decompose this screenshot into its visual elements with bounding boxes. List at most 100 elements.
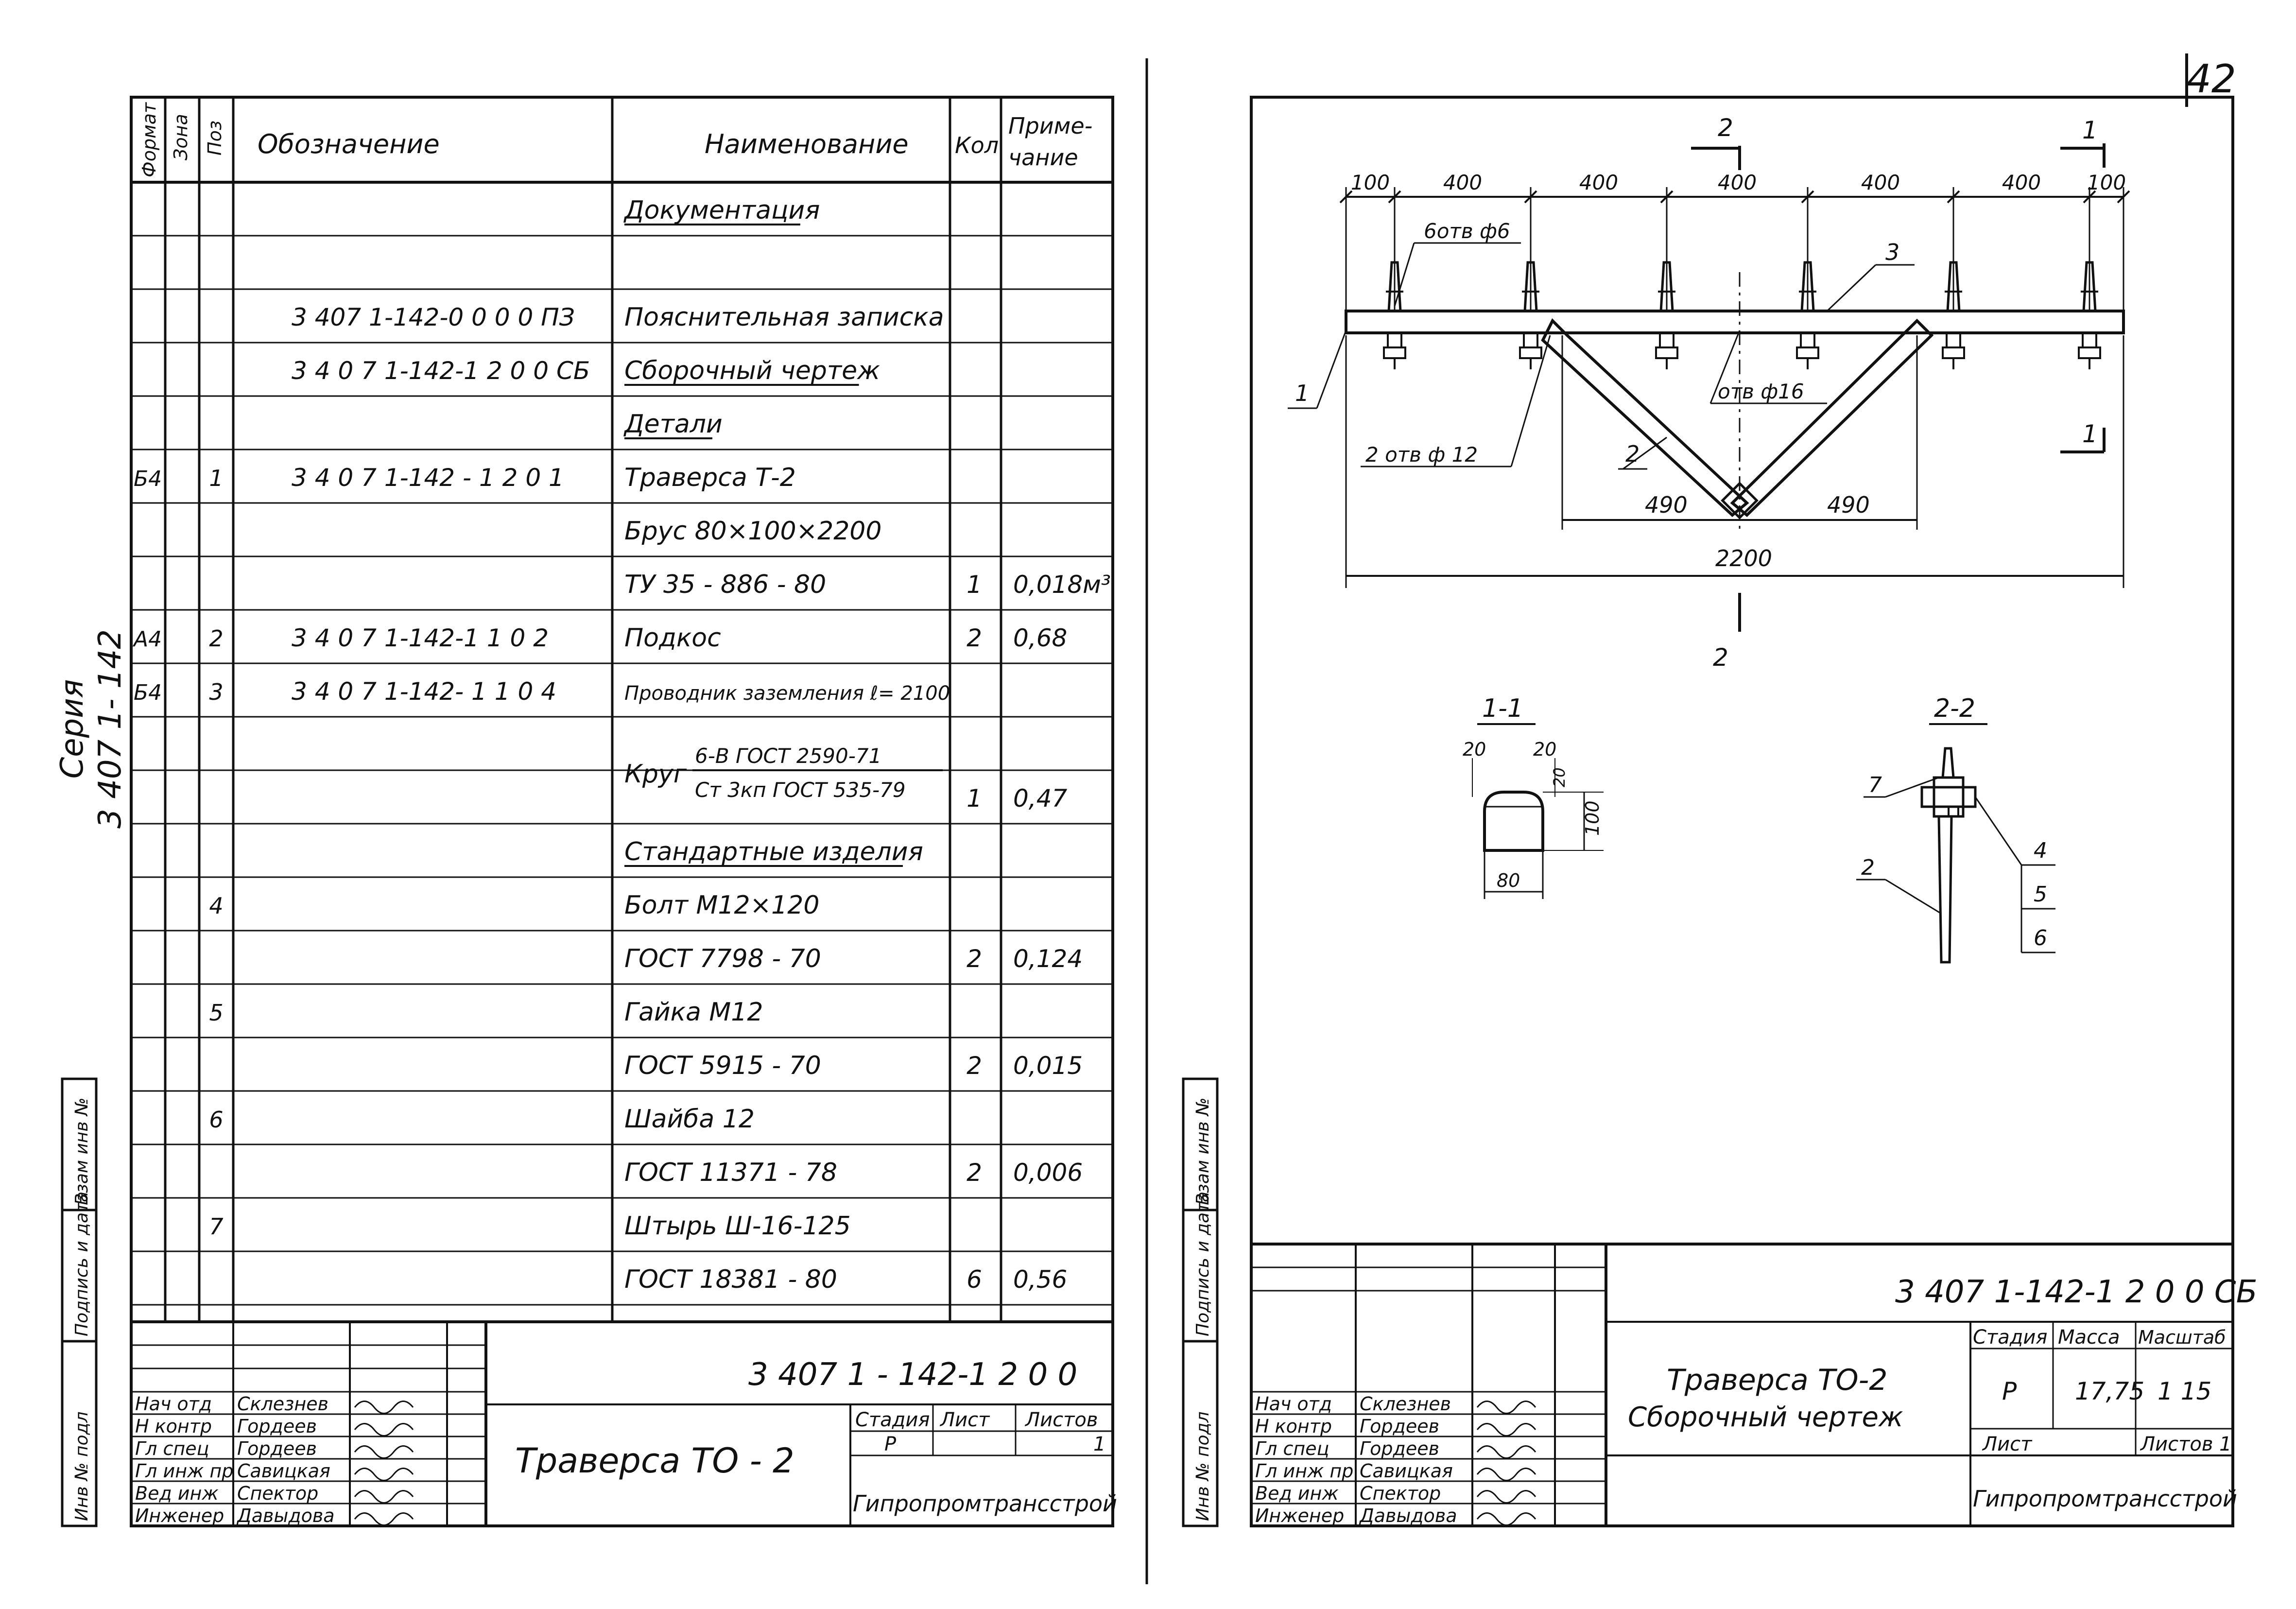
svg-text:Серия: Серия bbox=[54, 679, 90, 779]
page-number: 42 bbox=[2187, 56, 2236, 102]
spec-pos-17: 6 bbox=[209, 1107, 223, 1133]
spec-designation-2: 3 407 1-142-0 0 0 0 ПЗ bbox=[292, 303, 575, 331]
tb-role-0: Нач отд bbox=[1255, 1393, 1332, 1415]
svg-text:2: 2 bbox=[1713, 643, 1728, 672]
spec-qty-20: 6 bbox=[967, 1265, 982, 1294]
spec-designation-3: 3 4 0 7 1-142-1 2 0 0 СБ bbox=[292, 357, 590, 385]
spec-qty-8: 2 bbox=[967, 624, 982, 652]
svg-text:Взам инв №: Взам инв № bbox=[72, 1097, 92, 1205]
krug-word: Круг bbox=[624, 760, 687, 789]
tb-role-1: Н контр bbox=[1255, 1416, 1332, 1437]
svg-text:Масса: Масса bbox=[2058, 1326, 2120, 1349]
spec-name-9: Проводник заземления ℓ= 2100 bbox=[624, 682, 950, 705]
svg-text:3 407 1- 142: 3 407 1- 142 bbox=[92, 629, 128, 829]
spec-name-3: Сборочный чертеж bbox=[624, 356, 880, 385]
spec-name-14: ГОСТ 7798 - 70 bbox=[624, 944, 821, 973]
pos-5-label: 5 bbox=[2034, 882, 2047, 907]
spec-note-16: 0,015 bbox=[1013, 1052, 1083, 1080]
tb-role-0: Нач отд bbox=[135, 1393, 212, 1415]
spec-note-11: 0,47 bbox=[1013, 784, 1068, 813]
svg-text:20: 20 bbox=[1550, 767, 1569, 787]
left-doc-number: 3 407 1 - 142-1 2 0 0 bbox=[748, 1357, 1077, 1393]
tb-name-0: Склезнев bbox=[1360, 1393, 1451, 1415]
spec-name-20: ГОСТ 18381 - 80 bbox=[624, 1265, 837, 1294]
svg-text:100: 100 bbox=[1582, 800, 1603, 836]
tb-name-3: Савицкая bbox=[237, 1460, 330, 1482]
spec-pos-19: 7 bbox=[209, 1213, 223, 1240]
spec-qty-18: 2 bbox=[967, 1159, 982, 1187]
spec-note-14: 0,124 bbox=[1013, 945, 1083, 973]
svg-text:20: 20 bbox=[1533, 739, 1556, 760]
spec-name-12: Стандартные изделия bbox=[624, 837, 923, 866]
header-designation: Обозначение bbox=[258, 129, 440, 159]
signature bbox=[1476, 1423, 1536, 1436]
signature bbox=[354, 1512, 414, 1526]
tb-role-1: Н контр bbox=[135, 1416, 212, 1437]
svg-text:1-1: 1-1 bbox=[1482, 694, 1523, 723]
top-dim-1: 400 bbox=[1443, 171, 1482, 194]
tb-name-1: Гордеев bbox=[1360, 1416, 1439, 1437]
tb-name-3: Савицкая bbox=[1360, 1460, 1453, 1482]
header-qty: Кол bbox=[955, 132, 999, 158]
top-dim-5: 400 bbox=[2002, 171, 2041, 194]
note-hole-16: отв ф16 bbox=[1718, 380, 1804, 403]
svg-text:2-2: 2-2 bbox=[1934, 694, 1975, 723]
spec-name-15: Гайка М12 bbox=[624, 998, 763, 1027]
tb-role-3: Гл инж пр bbox=[1255, 1460, 1353, 1482]
signature bbox=[1476, 1512, 1536, 1526]
tb-name-2: Гордеев bbox=[237, 1438, 317, 1459]
signature bbox=[354, 1445, 414, 1459]
spec-name-4: Детали bbox=[623, 410, 723, 439]
pos-7-label: 7 bbox=[1868, 773, 1882, 797]
top-dim-4: 400 bbox=[1861, 171, 1900, 194]
svg-text:1: 1 bbox=[1093, 1433, 1105, 1455]
left-binding-strip: Инв № подл Подпись и дата Взам инв № bbox=[61, 1077, 98, 1527]
tb-role-5: Инженер bbox=[135, 1505, 224, 1526]
pos-4-label: 4 bbox=[2034, 838, 2047, 863]
spec-qty-7: 1 bbox=[967, 571, 982, 599]
tb-name-0: Склезнев bbox=[237, 1393, 328, 1415]
spec-name-2: Пояснительная записка bbox=[624, 303, 944, 332]
spec-name-5: Траверса Т-2 bbox=[624, 463, 796, 492]
svg-text:1: 1 bbox=[2082, 116, 2098, 144]
right-org: Гипропромтрансстрой bbox=[1973, 1486, 2237, 1512]
spec-format-9: Б4 bbox=[134, 680, 162, 705]
svg-text:Подпись и дата: Подпись и дата bbox=[72, 1192, 92, 1336]
signature bbox=[354, 1423, 414, 1436]
spec-note-8: 0,68 bbox=[1013, 624, 1067, 652]
spec-qty-11: 1 bbox=[967, 784, 982, 813]
svg-text:Лист: Лист bbox=[1982, 1433, 2033, 1455]
tb-role-2: Гл спец bbox=[1255, 1438, 1329, 1459]
spec-note-7: 0,018м³ bbox=[1013, 571, 1111, 599]
pos-6-label: 6 bbox=[2034, 926, 2047, 951]
series-label: Серия 3 407 1- 142 bbox=[54, 629, 128, 829]
tb-role-2: Гл спец bbox=[135, 1438, 209, 1459]
tb-role-4: Вед инж bbox=[1255, 1483, 1339, 1504]
header-note-2: чание bbox=[1008, 144, 1078, 171]
svg-text:Лист: Лист bbox=[939, 1409, 990, 1431]
svg-text:17,75: 17,75 bbox=[2075, 1377, 2144, 1405]
tb-name-4: Спектор bbox=[237, 1483, 318, 1504]
spec-designation-8: 3 4 0 7 1-142-1 1 0 2 bbox=[292, 624, 549, 652]
svg-text:80: 80 bbox=[1497, 870, 1520, 891]
right-title-1: Траверса ТО-2 bbox=[1667, 1363, 1887, 1397]
section-1-1: 1-1 20 20 20 100 80 bbox=[1463, 694, 1604, 899]
top-dim-2: 400 bbox=[1579, 171, 1618, 194]
svg-text:Стадия: Стадия bbox=[855, 1409, 930, 1431]
pin-4 bbox=[1942, 261, 1965, 369]
tb-name-1: Гордеев bbox=[237, 1416, 317, 1437]
tb-name-4: Спектор bbox=[1360, 1483, 1441, 1504]
spec-pos-13: 4 bbox=[209, 893, 223, 919]
spec-name-18: ГОСТ 11371 - 78 bbox=[624, 1158, 837, 1187]
svg-text:Масштаб: Масштаб bbox=[2138, 1327, 2226, 1348]
spec-qty-14: 2 bbox=[967, 945, 982, 973]
top-dim-3: 400 bbox=[1718, 171, 1757, 194]
svg-text:2: 2 bbox=[1718, 114, 1733, 142]
right-title-2: Сборочный чертеж bbox=[1628, 1401, 1903, 1433]
pin-2 bbox=[1655, 261, 1678, 369]
pin-5 bbox=[2078, 261, 2101, 369]
right-binding-strip: Инв № подл Подпись и дата Взам инв № bbox=[1182, 1077, 1219, 1527]
